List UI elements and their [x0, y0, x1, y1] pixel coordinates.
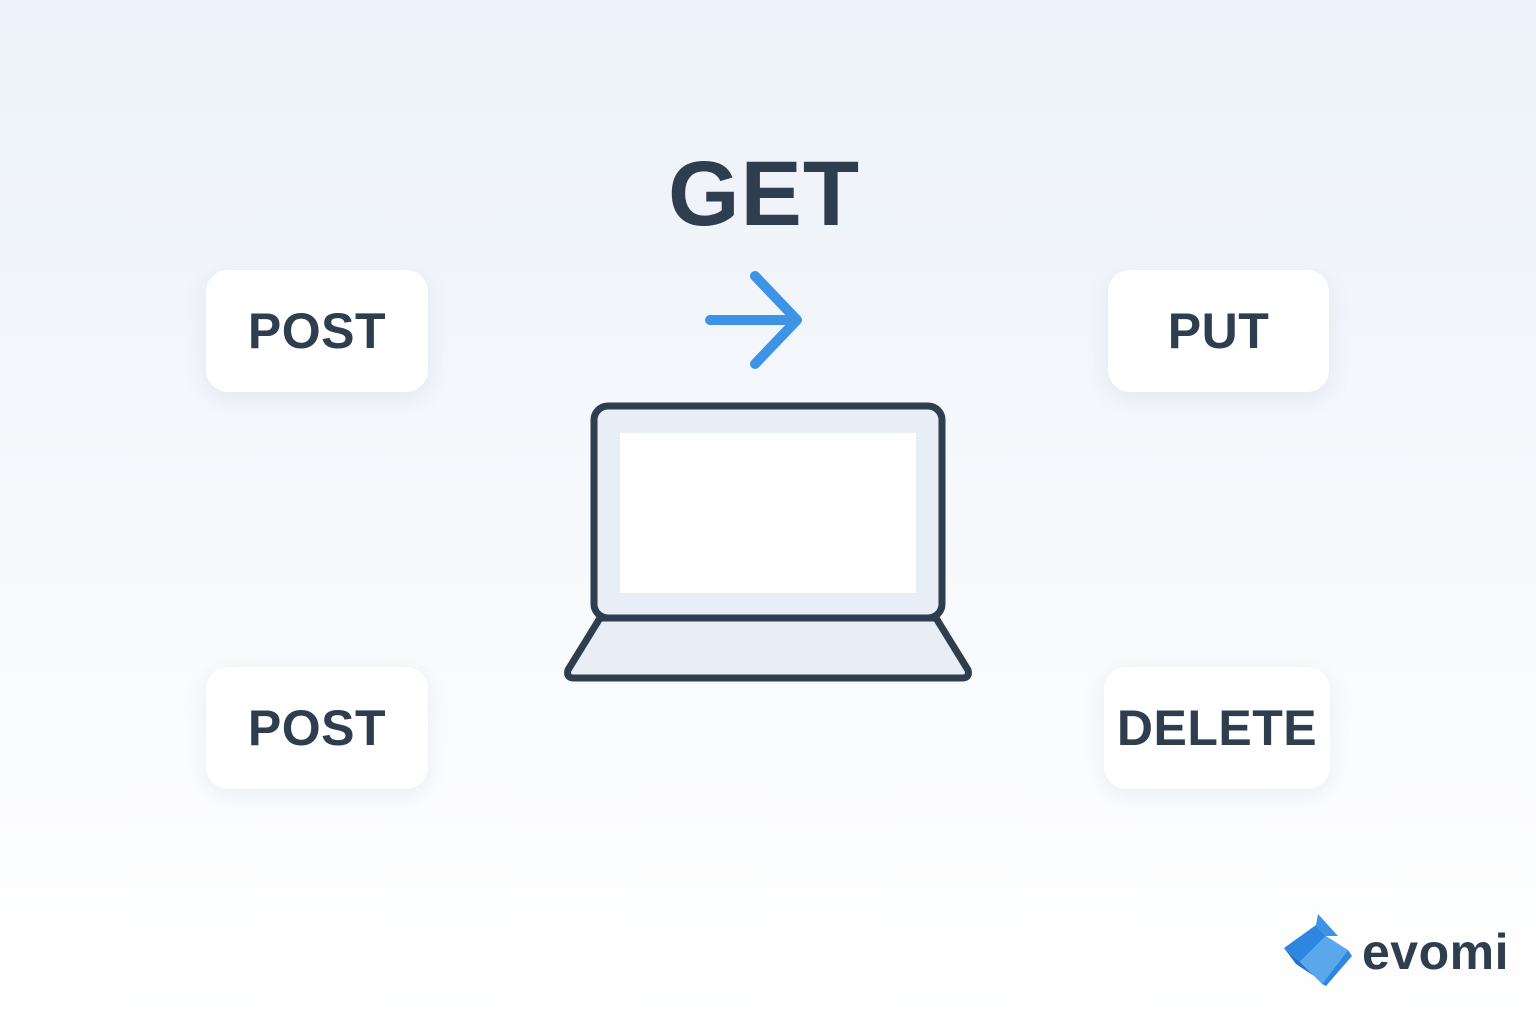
put-method-card: PUT [1108, 270, 1329, 392]
evomi-logo-icon [1278, 910, 1356, 993]
laptop-icon [560, 400, 976, 695]
post-method-card-bottom: POST [206, 667, 428, 789]
brand-logo: evomi [1278, 910, 1509, 993]
post-method-label-bottom: POST [247, 700, 387, 756]
post-method-card: POST [206, 270, 428, 392]
arrow-right-icon [700, 264, 810, 379]
delete-method-card: DELETE [1104, 667, 1330, 789]
brand-name: evomi [1362, 923, 1510, 980]
delete-method-label: DELETE [1116, 700, 1318, 756]
post-method-label: POST [247, 303, 387, 359]
put-method-label: PUT [1167, 303, 1270, 359]
get-method-label: GET [667, 143, 861, 245]
